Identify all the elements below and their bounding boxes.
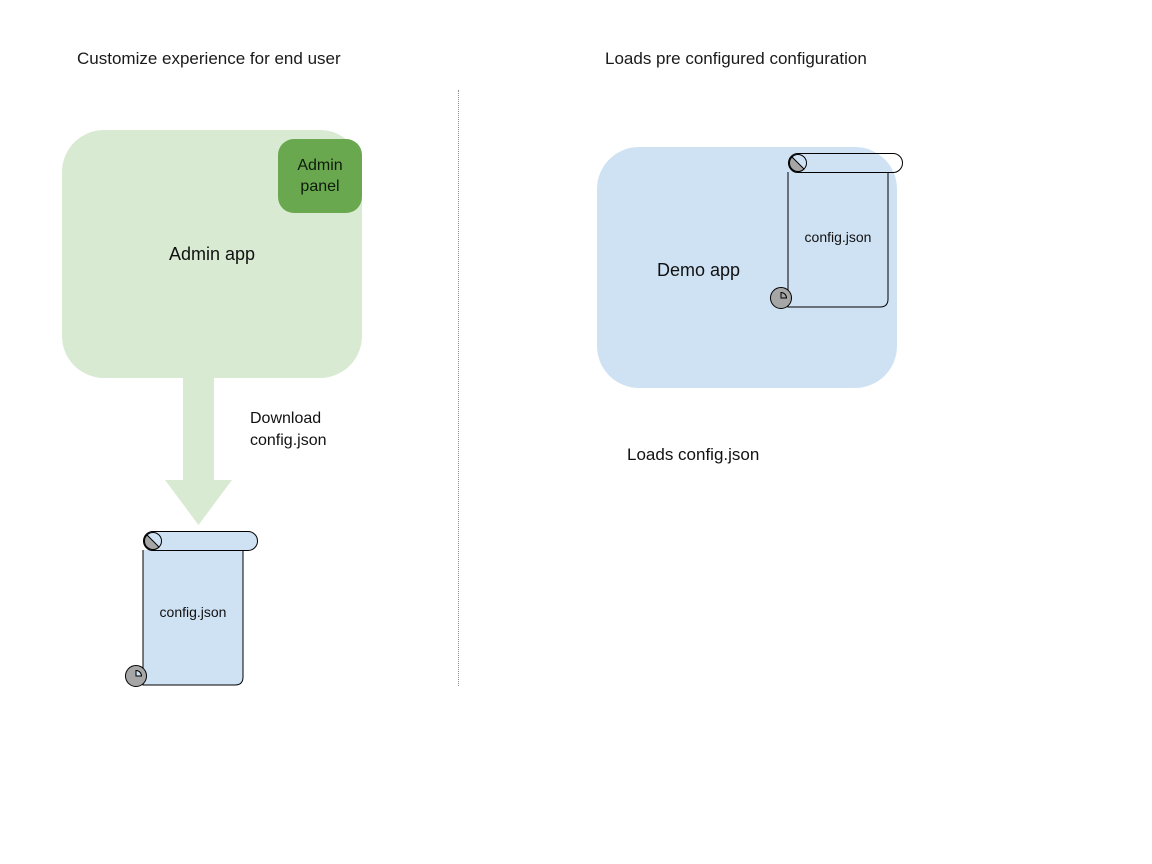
left-section-title: Customize experience for end user: [77, 49, 341, 68]
demo-app-label-wrap: Demo app: [657, 260, 740, 281]
admin-app-label: Admin app: [168, 243, 256, 264]
config-json-scroll-icon: [125, 531, 258, 687]
config-json-label: config.json: [159, 604, 227, 620]
demo-app-label: Demo app: [657, 260, 741, 280]
admin-panel-label: Admin panel: [297, 157, 343, 195]
download-arrow-icon: [165, 378, 232, 525]
right-section-title: Loads pre configured configuration: [605, 49, 867, 68]
admin-panel-badge: Admin panel: [278, 139, 362, 213]
demo-app-box: [597, 147, 897, 388]
admin-app-label-wrap: Admin app: [62, 130, 362, 378]
loads-config-caption: Loads config.json: [627, 445, 760, 464]
demo-config-json-label: config.json: [804, 229, 872, 245]
download-label: Download config.json: [250, 410, 327, 449]
demo-config-json-scroll-icon: [770, 153, 903, 309]
section-divider: [458, 90, 459, 686]
